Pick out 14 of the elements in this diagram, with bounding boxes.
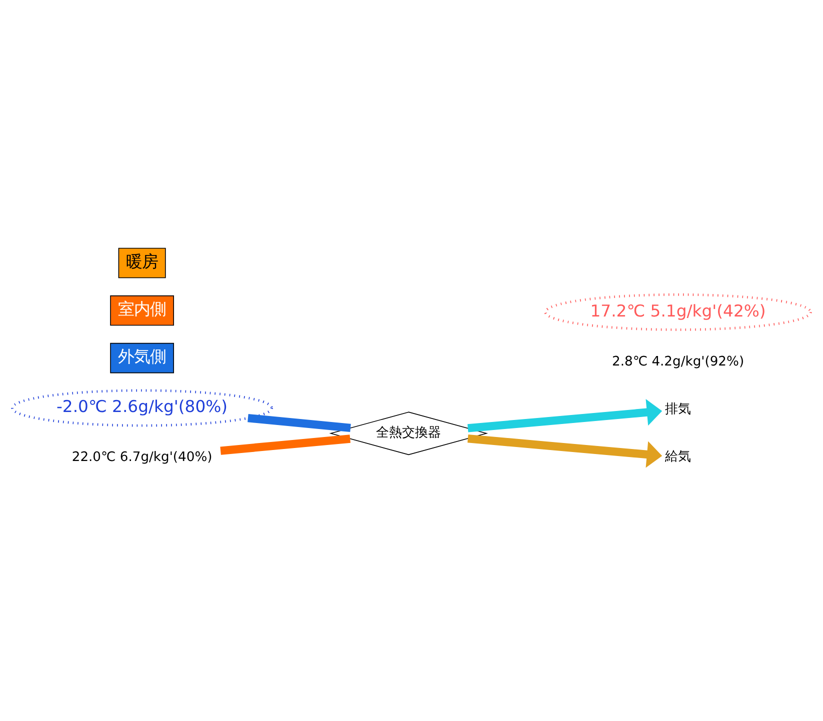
- connector: [248, 414, 351, 432]
- node-ellipse: -2.0℃ 2.6g/kg'(80%): [11, 389, 273, 427]
- node-box: 外気側: [110, 342, 174, 374]
- node-diamond: 全熱交換器: [329, 412, 488, 456]
- node-box: 暖房: [118, 248, 166, 278]
- arrow: [468, 434, 662, 468]
- arrow: [468, 399, 662, 432]
- node-text: 2.8℃ 4.2g/kg'(92%): [612, 354, 744, 370]
- node-text: 22.0℃ 6.7g/kg'(40%): [72, 450, 212, 466]
- node-ellipse: 17.2℃ 5.1g/kg'(42%): [544, 293, 812, 331]
- connector: [220, 434, 350, 455]
- node-box: 室内側: [110, 295, 174, 326]
- node-text: 排気: [665, 402, 692, 417]
- node-text: 給気: [665, 449, 692, 464]
